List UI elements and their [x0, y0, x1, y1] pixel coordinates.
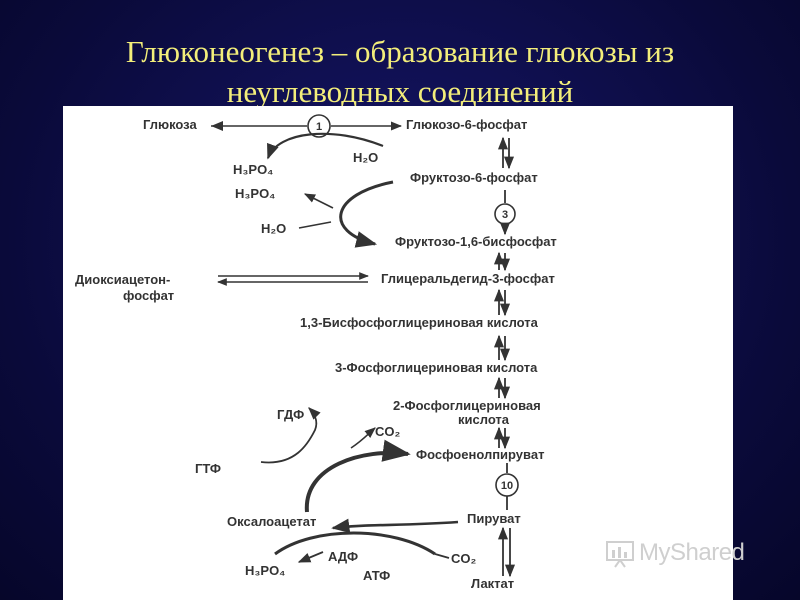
pyruvate-label: Пируват — [467, 511, 521, 526]
co2-label-1: CO₂ — [375, 424, 401, 439]
fructose-6-phosphate-label: Фруктозо-6-фосфат — [410, 170, 538, 185]
dhap-label-line-1: Диоксиацетон- — [75, 272, 170, 287]
watermark: MyShared — [605, 538, 745, 568]
h2o-uptake-line — [298, 221, 332, 229]
reaction-1-arrowhead-left — [211, 121, 223, 131]
enzyme-10-marker: 10 — [495, 473, 519, 497]
co2-release-arrow — [350, 427, 376, 449]
enzyme-3-number: 3 — [502, 209, 508, 221]
gtp-label: ГТФ — [195, 461, 221, 476]
co2-uptake-line — [434, 553, 450, 559]
bpg-1-3-label: 1,3-Бисфосфоглицериновая кислота — [300, 315, 539, 330]
glucose-label: Глюкоза — [143, 117, 197, 132]
title-line-1: Глюконеогенез – образование глюкозы из — [125, 34, 675, 69]
phosphoenolpyruvate-label: Фосфоенолпируват — [416, 447, 544, 462]
fructose-1-6-bisphosphate-label: Фруктозо-1,6-бисфосфат — [395, 234, 557, 249]
diagram-panel: Глюкоза Глюкозо-6-фосфат Фруктозо-6-фосф… — [63, 106, 733, 600]
atp-to-adp-arrow — [297, 551, 324, 563]
co2-label-2: CO₂ — [451, 551, 477, 566]
h3po4-label-3: H₃PO₄ — [245, 563, 285, 578]
h2o-label-2: H₂O — [261, 221, 286, 236]
title-line-2: неуглеводных соединений — [226, 74, 574, 109]
pg-2-label-line-2: кислота — [458, 412, 510, 427]
pyruvate-to-oxaloacetate-arrow — [331, 518, 459, 534]
vertical-double-arrows — [493, 136, 516, 578]
pg-3-label: 3-Фосфоглицериновая кислота — [335, 360, 538, 375]
gluconeogenesis-diagram: Глюкоза Глюкозо-6-фосфат Фруктозо-6-фосф… — [75, 114, 557, 591]
gdp-label: ГДФ — [277, 407, 304, 422]
watermark-text: MyShared — [639, 539, 745, 566]
gtp-to-gdp-arc — [260, 407, 321, 464]
myshared-logo-icon — [606, 541, 634, 568]
lactate-label: Лактат — [471, 576, 514, 591]
reaction-3-side-arc — [339, 180, 394, 248]
h3po4-label-1: H₃PO₄ — [233, 162, 273, 177]
atp-label: АТФ — [363, 568, 390, 583]
reaction-1-side-arc — [266, 132, 384, 160]
glyceraldehyde-3-phosphate-label: Глицеральдегид-3-фосфат — [381, 271, 555, 286]
h2o-label-1: H₂O — [353, 150, 378, 165]
enzyme-10-number: 10 — [501, 480, 513, 492]
adp-label: АДФ — [328, 549, 358, 564]
h3po4-release-arrow — [303, 193, 334, 209]
enzyme-3-marker: 3 — [494, 203, 516, 225]
h3po4-label-2: H₃PO₄ — [235, 186, 275, 201]
pg-2-label-line-1: 2-Фосфоглицериновая — [393, 398, 541, 413]
oxaloacetate-label: Оксалоацетат — [227, 514, 316, 529]
enzyme-1-marker: 1 — [307, 114, 331, 138]
enzyme-1-number: 1 — [316, 121, 322, 133]
carboxylase-side-arc — [274, 531, 436, 556]
slide-title: Глюконеогенез – образование глюкозы из н… — [0, 32, 800, 112]
oxaloacetate-to-pep-arc — [304, 439, 411, 513]
dhap-label-line-2: фосфат — [123, 288, 174, 303]
glucose-6-phosphate-label: Глюкозо-6-фосфат — [406, 117, 527, 132]
